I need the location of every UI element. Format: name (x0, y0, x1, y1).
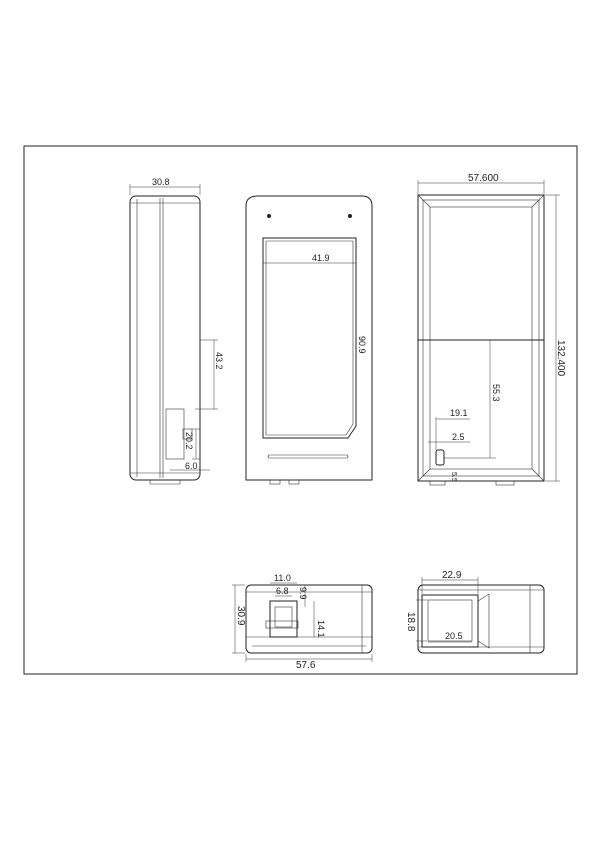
side-slot-dim: 20.2 (184, 432, 194, 450)
front-view: 41.9 90.9 (245, 195, 373, 485)
side-view: 30.8 43.2 20.2 6.0 (129, 177, 224, 485)
side-view-body (129, 195, 201, 481)
end-port (421, 594, 479, 648)
back-port-height-dim: 55.3 (491, 384, 501, 402)
back-port-gap-dim: 5.5 (450, 472, 457, 482)
front-window-height-dim: 90.9 (357, 336, 367, 354)
end-height-dim: 18.8 (405, 612, 416, 632)
side-height-dim: 43.2 (214, 352, 224, 370)
front-led-slot (267, 454, 349, 459)
front-view-body (245, 195, 373, 481)
end-top-width-dim: 22.9 (442, 570, 462, 581)
end-inner-width-dim: 20.5 (445, 631, 463, 641)
back-height-dim: 132.400 (555, 340, 566, 377)
bottom-view: 11.0 6.8 9.9 14.1 30.9 57.6 (232, 573, 373, 671)
bottom-width-dim: 57.6 (296, 660, 316, 671)
bottom-slot-depth2-dim: 14.1 (316, 620, 326, 638)
back-view: 57.600 132.400 55.3 19.1 2.5 5.5 (417, 173, 566, 486)
back-port (435, 449, 445, 466)
end-view: 22.9 18.8 20.5 (405, 570, 545, 654)
side-offset-dim: 6.0 (185, 461, 198, 471)
bottom-slot-inner-dim: 6.8 (276, 586, 289, 596)
back-view-body (417, 194, 545, 482)
bottom-slot-depth-dim: 9.9 (298, 587, 308, 600)
back-port-w-dim: 2.5 (452, 432, 465, 442)
screw-hole-right (348, 214, 352, 218)
bottom-slot-width-dim: 11.0 (274, 573, 291, 583)
bottom-view-body (245, 584, 373, 654)
bottom-depth-dim: 30.9 (235, 606, 246, 626)
drawing-frame (23, 145, 578, 675)
side-width-dim: 30.8 (152, 177, 170, 187)
side-view-slot (165, 408, 185, 460)
front-window-width-dim: 41.9 (312, 253, 330, 263)
back-width-dim: 57.600 (468, 173, 499, 184)
screw-hole-left (267, 214, 271, 218)
back-port-x-dim: 19.1 (450, 408, 468, 418)
bottom-slot-outer (269, 600, 298, 638)
front-window (262, 237, 357, 439)
